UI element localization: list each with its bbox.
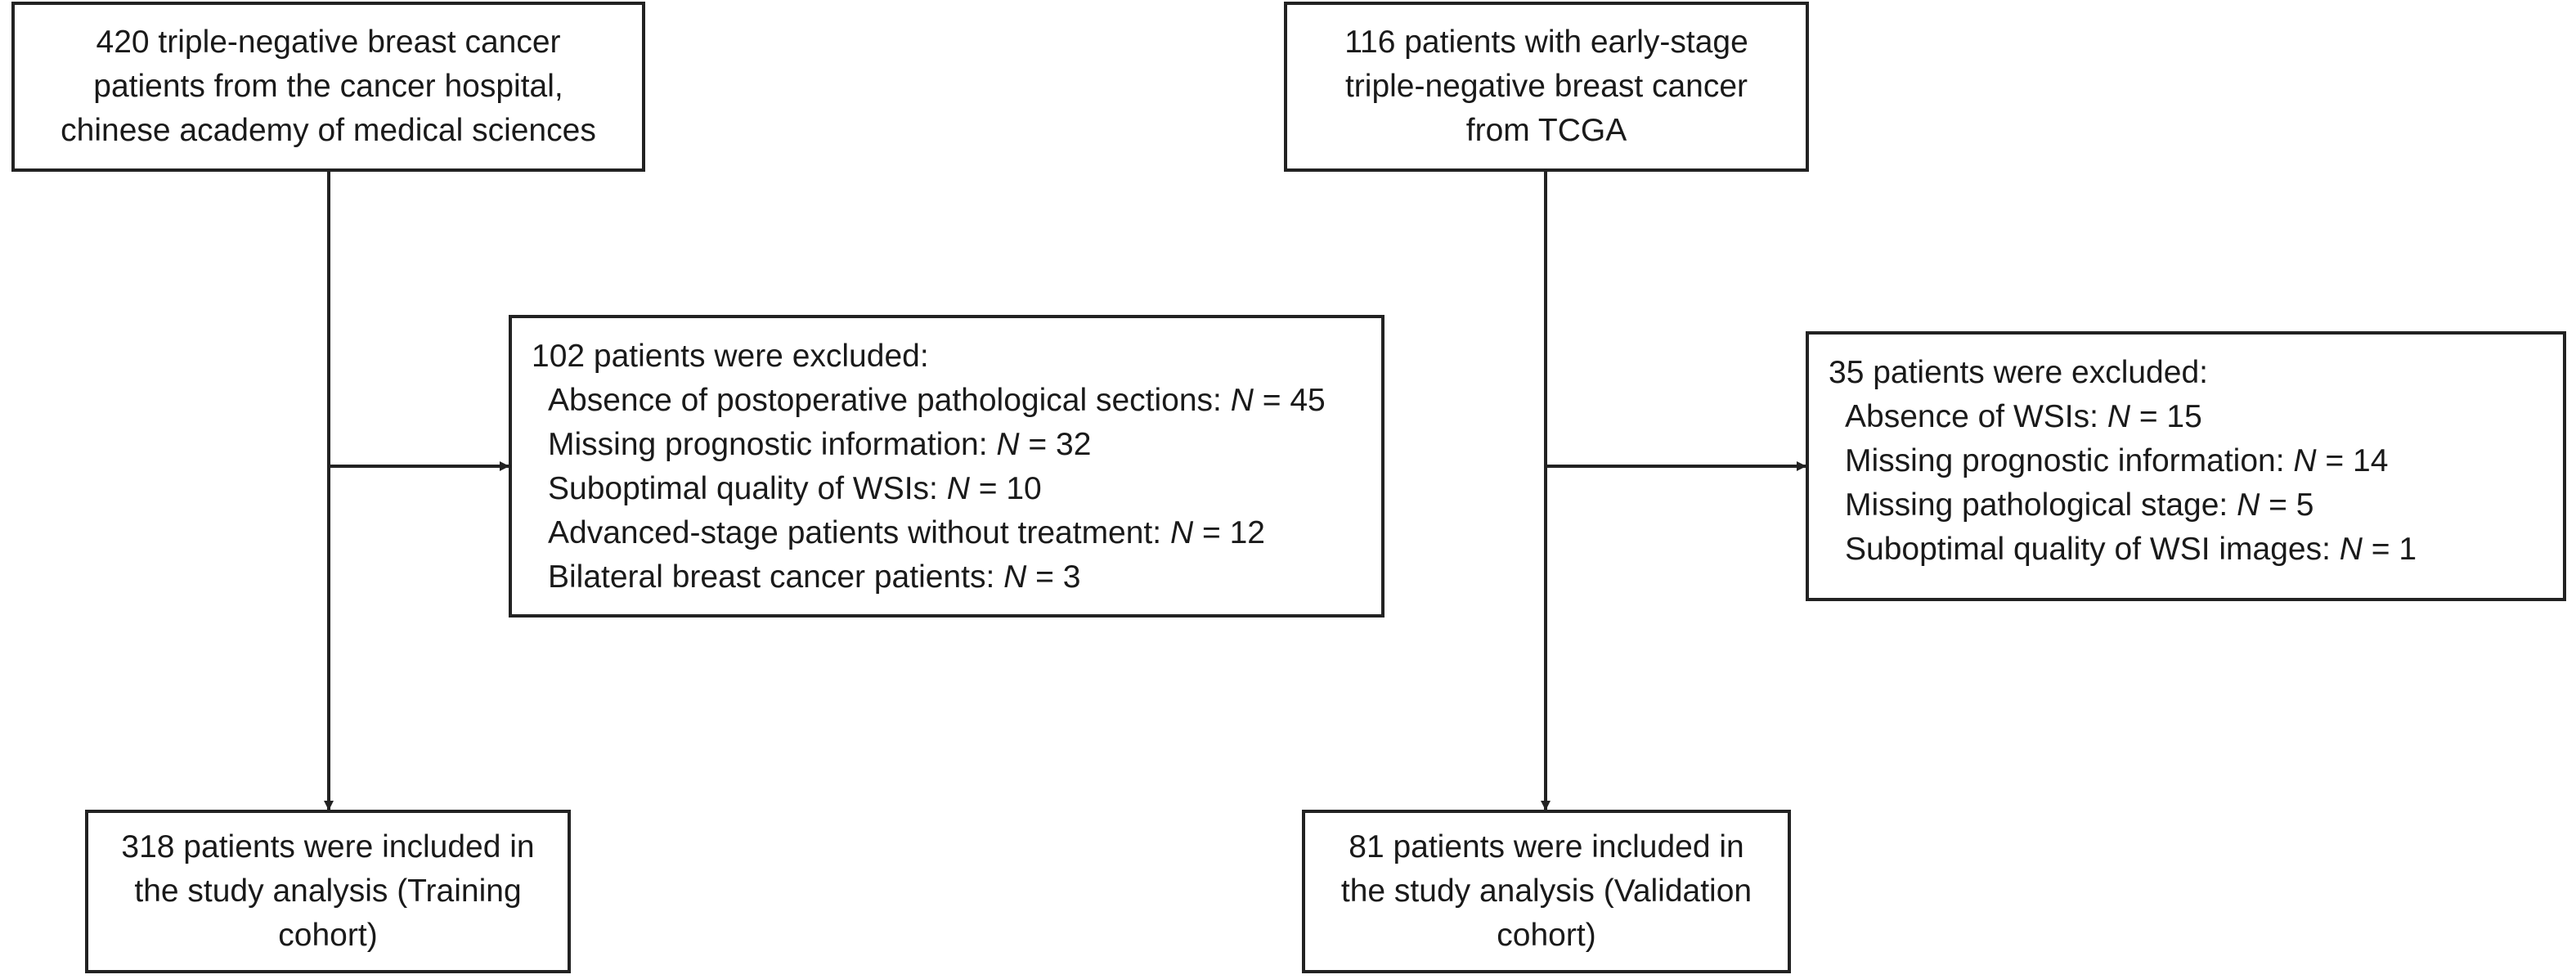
right-included-line-1: 81 patients were included in <box>1349 829 1744 864</box>
left-excluded-item: Advanced-stage patients without treatmen… <box>548 515 1265 550</box>
left-included-line-1: 318 patients were included in <box>121 829 535 864</box>
right-excluded-item: Absence of WSIs: N = 15 <box>1845 399 2202 434</box>
left-source-line-3: chinese academy of medical sciences <box>61 113 596 148</box>
right-excluded-item: Missing prognostic information: N = 14 <box>1845 443 2389 478</box>
right-source-line-3: from TCGA <box>1465 113 1627 148</box>
left-included-line-3: cohort) <box>278 918 378 953</box>
right-included-line-2: the study analysis (Validation <box>1340 873 1752 909</box>
right-source-line-1: 116 patients with early-stage <box>1344 25 1748 60</box>
left-source-box: 420 triple-negative breast cancer patien… <box>11 2 645 172</box>
left-included-line-2: the study analysis (Training <box>134 873 522 909</box>
right-included-line-3: cohort) <box>1497 918 1596 953</box>
left-excluded-item: Bilateral breast cancer patients: N = 3 <box>548 559 1081 595</box>
right-excluded-item: Suboptimal quality of WSI images: N = 1 <box>1845 532 2417 567</box>
left-exclusion-box: 102 patients were excluded: Absence of p… <box>509 315 1384 617</box>
left-excluded-title: 102 patients were excluded: <box>532 339 929 374</box>
right-excluded-title: 35 patients were excluded: <box>1829 355 2208 390</box>
left-excluded-item: Missing prognostic information: N = 32 <box>548 427 1092 462</box>
right-exclusion-box: 35 patients were excluded: Absence of WS… <box>1806 331 2566 601</box>
right-source-line-2: triple-negative breast cancer <box>1344 69 1748 104</box>
left-included-box: 318 patients were included in the study … <box>85 810 571 973</box>
left-source-line-1: 420 triple-negative breast cancer <box>96 25 561 60</box>
left-excluded-item: Absence of postoperative pathological se… <box>548 383 1326 418</box>
left-excluded-item: Suboptimal quality of WSIs: N = 10 <box>548 471 1042 506</box>
right-included-box: 81 patients were included in the study a… <box>1302 810 1791 973</box>
right-source-box: 116 patients with early-stage triple-neg… <box>1284 2 1809 172</box>
right-excluded-item: Missing pathological stage: N = 5 <box>1845 487 2314 523</box>
left-source-line-2: patients from the cancer hospital, <box>93 69 563 104</box>
